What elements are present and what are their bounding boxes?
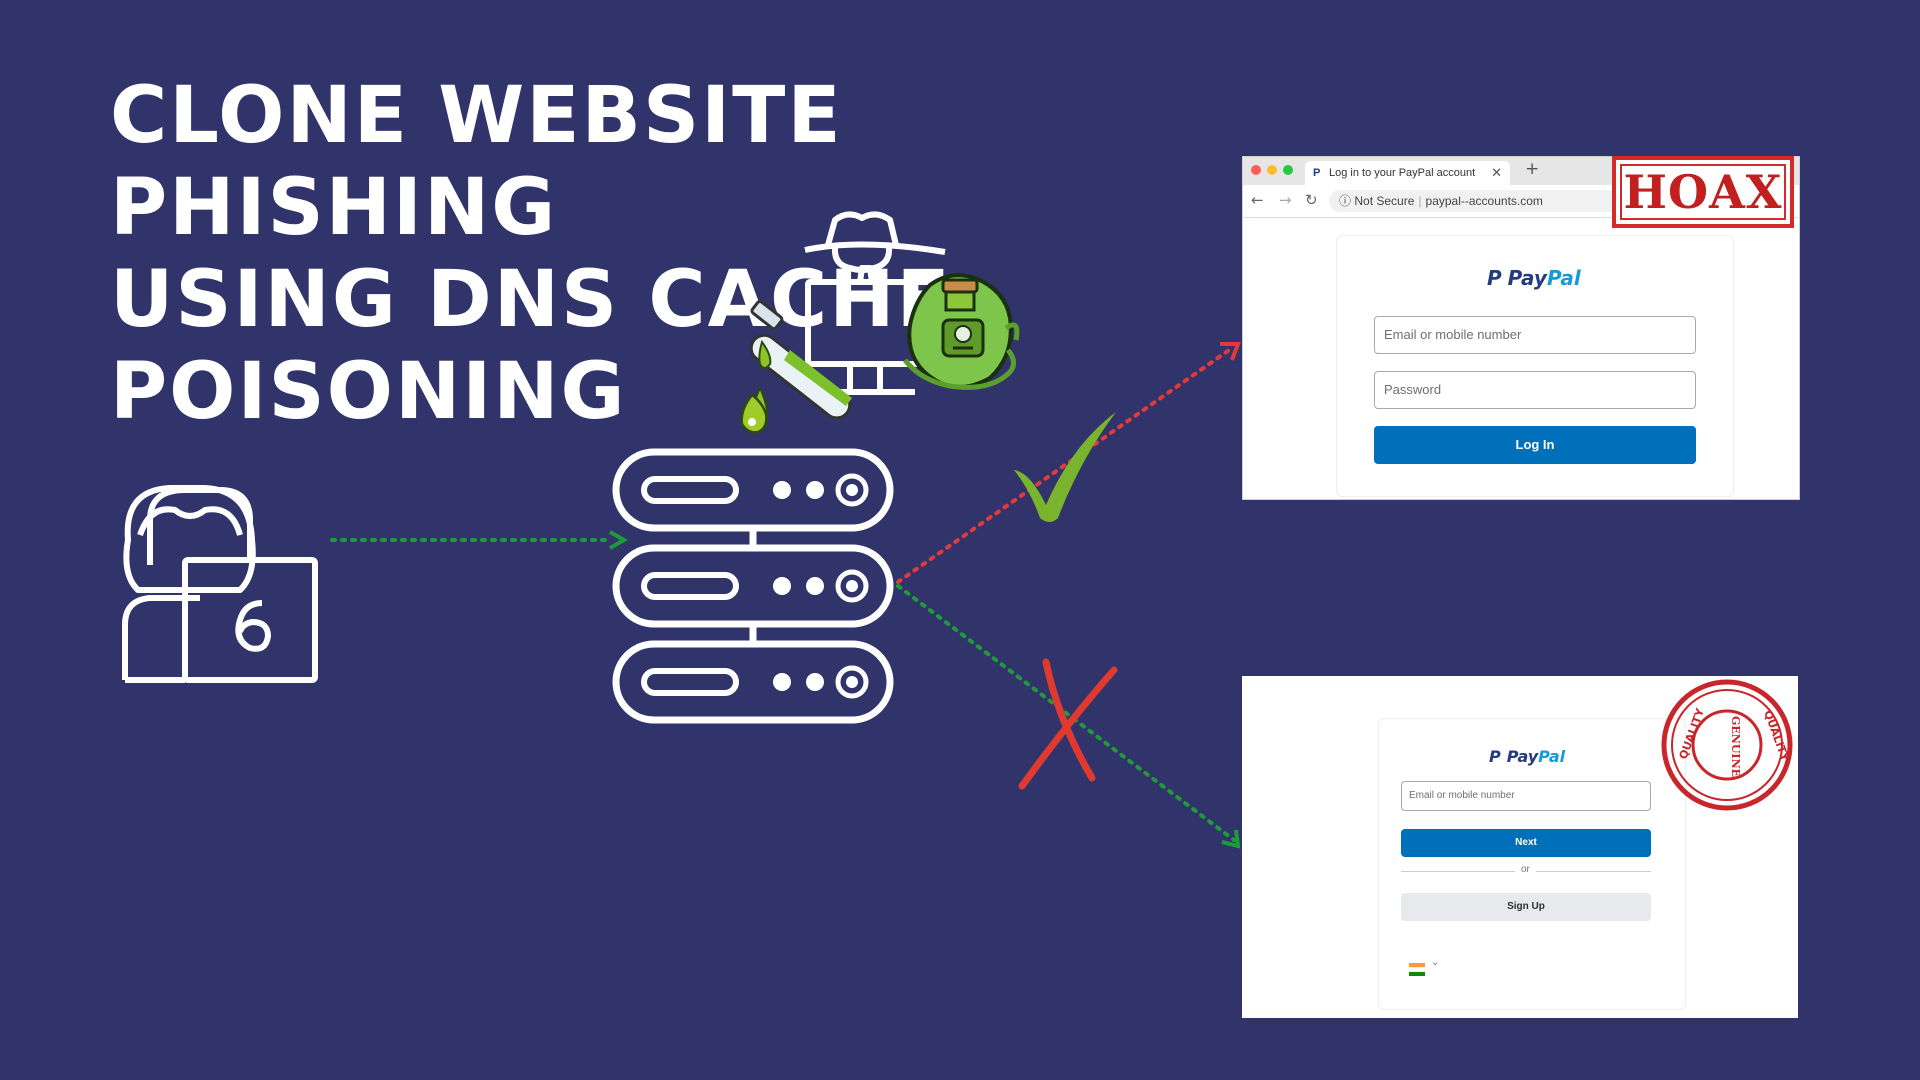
back-icon[interactable]: ← bbox=[1251, 191, 1264, 209]
close-tab-icon[interactable]: ✕ bbox=[1491, 165, 1502, 180]
stamp-center-text: GENUINE bbox=[1729, 716, 1742, 777]
close-window-icon[interactable] bbox=[1251, 165, 1261, 175]
chevron-down-icon[interactable]: ⌄ bbox=[1431, 957, 1440, 968]
user-laptop-icon bbox=[122, 485, 318, 683]
country-flag-icon[interactable] bbox=[1409, 963, 1425, 976]
email-placeholder: Email or mobile number bbox=[1384, 327, 1522, 342]
new-tab-icon[interactable]: + bbox=[1525, 159, 1540, 179]
security-label: Not Secure bbox=[1354, 194, 1415, 208]
password-placeholder: Password bbox=[1384, 382, 1442, 397]
hoax-stamp: HOAX bbox=[1612, 156, 1794, 228]
login-button[interactable]: Log In bbox=[1374, 426, 1696, 464]
request-arrow bbox=[330, 530, 629, 550]
tab-title: Log in to your PayPal account bbox=[1329, 167, 1476, 179]
signup-button[interactable]: Sign Up bbox=[1401, 893, 1651, 921]
forward-icon[interactable]: → bbox=[1279, 191, 1292, 209]
email-placeholder: Email or mobile number bbox=[1409, 790, 1515, 801]
legit-response-arrow bbox=[896, 584, 1241, 849]
genuine-stamp: QUALITY QUALITY GENUINE bbox=[1661, 679, 1793, 811]
hoax-stamp-text: HOAX bbox=[1620, 164, 1786, 220]
title-line-1: CLONE WEBSITE PHISHING bbox=[110, 71, 843, 253]
reload-icon[interactable]: ↻ bbox=[1305, 191, 1318, 209]
paypal-logo-icon: P bbox=[1489, 747, 1501, 766]
info-icon: ⓘ bbox=[1339, 194, 1352, 208]
checkmark-icon bbox=[1014, 412, 1116, 522]
cross-mark-icon bbox=[1018, 658, 1118, 790]
maximize-window-icon[interactable] bbox=[1283, 165, 1293, 175]
dns-server-icon bbox=[612, 448, 894, 724]
minimize-window-icon[interactable] bbox=[1267, 165, 1277, 175]
or-label: or bbox=[1515, 864, 1536, 875]
dns-server-lights bbox=[773, 473, 869, 699]
url-text: paypal--accounts.com bbox=[1425, 194, 1543, 208]
test-tube-icon bbox=[740, 300, 852, 434]
email-field[interactable]: Email or mobile number bbox=[1374, 316, 1696, 354]
paypal-logo-icon: P bbox=[1487, 266, 1502, 290]
paypal-favicon-icon: P bbox=[1313, 167, 1321, 179]
poisoned-response-arrow bbox=[896, 342, 1241, 584]
poison-potion-icon bbox=[903, 273, 1020, 390]
password-field[interactable]: Password bbox=[1374, 371, 1696, 409]
browser-tab[interactable]: P Log in to your PayPal account ✕ bbox=[1305, 161, 1510, 185]
email-field[interactable]: Email or mobile number bbox=[1401, 781, 1651, 811]
next-button[interactable]: Next bbox=[1401, 829, 1651, 857]
title-line-3: POISONING bbox=[110, 347, 627, 437]
